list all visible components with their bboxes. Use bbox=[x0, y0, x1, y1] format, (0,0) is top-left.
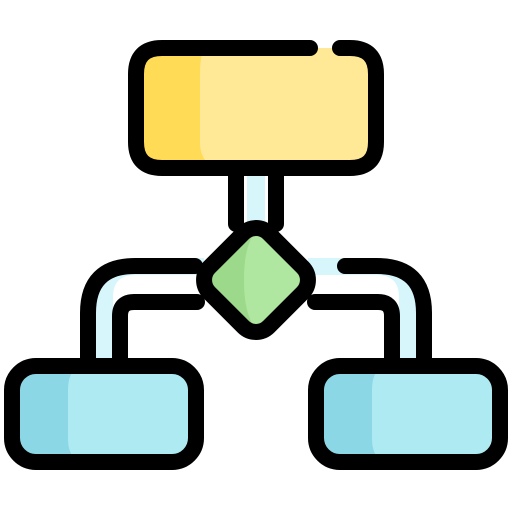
top-process-box bbox=[128, 40, 384, 176]
decision-diamond bbox=[196, 220, 316, 340]
connector-top-outline bbox=[228, 162, 284, 232]
connector-lines bbox=[80, 162, 432, 370]
connector-right-inner-outline bbox=[307, 294, 400, 370]
connector-left-outer-outline bbox=[80, 258, 203, 370]
connector-right-outer-outline bbox=[337, 258, 432, 370]
connector-left-inner-outline bbox=[112, 294, 205, 370]
connector-top-pipe bbox=[247, 168, 265, 232]
bottom-left-process-box bbox=[4, 358, 204, 470]
bottom-right-process-box bbox=[308, 358, 508, 470]
